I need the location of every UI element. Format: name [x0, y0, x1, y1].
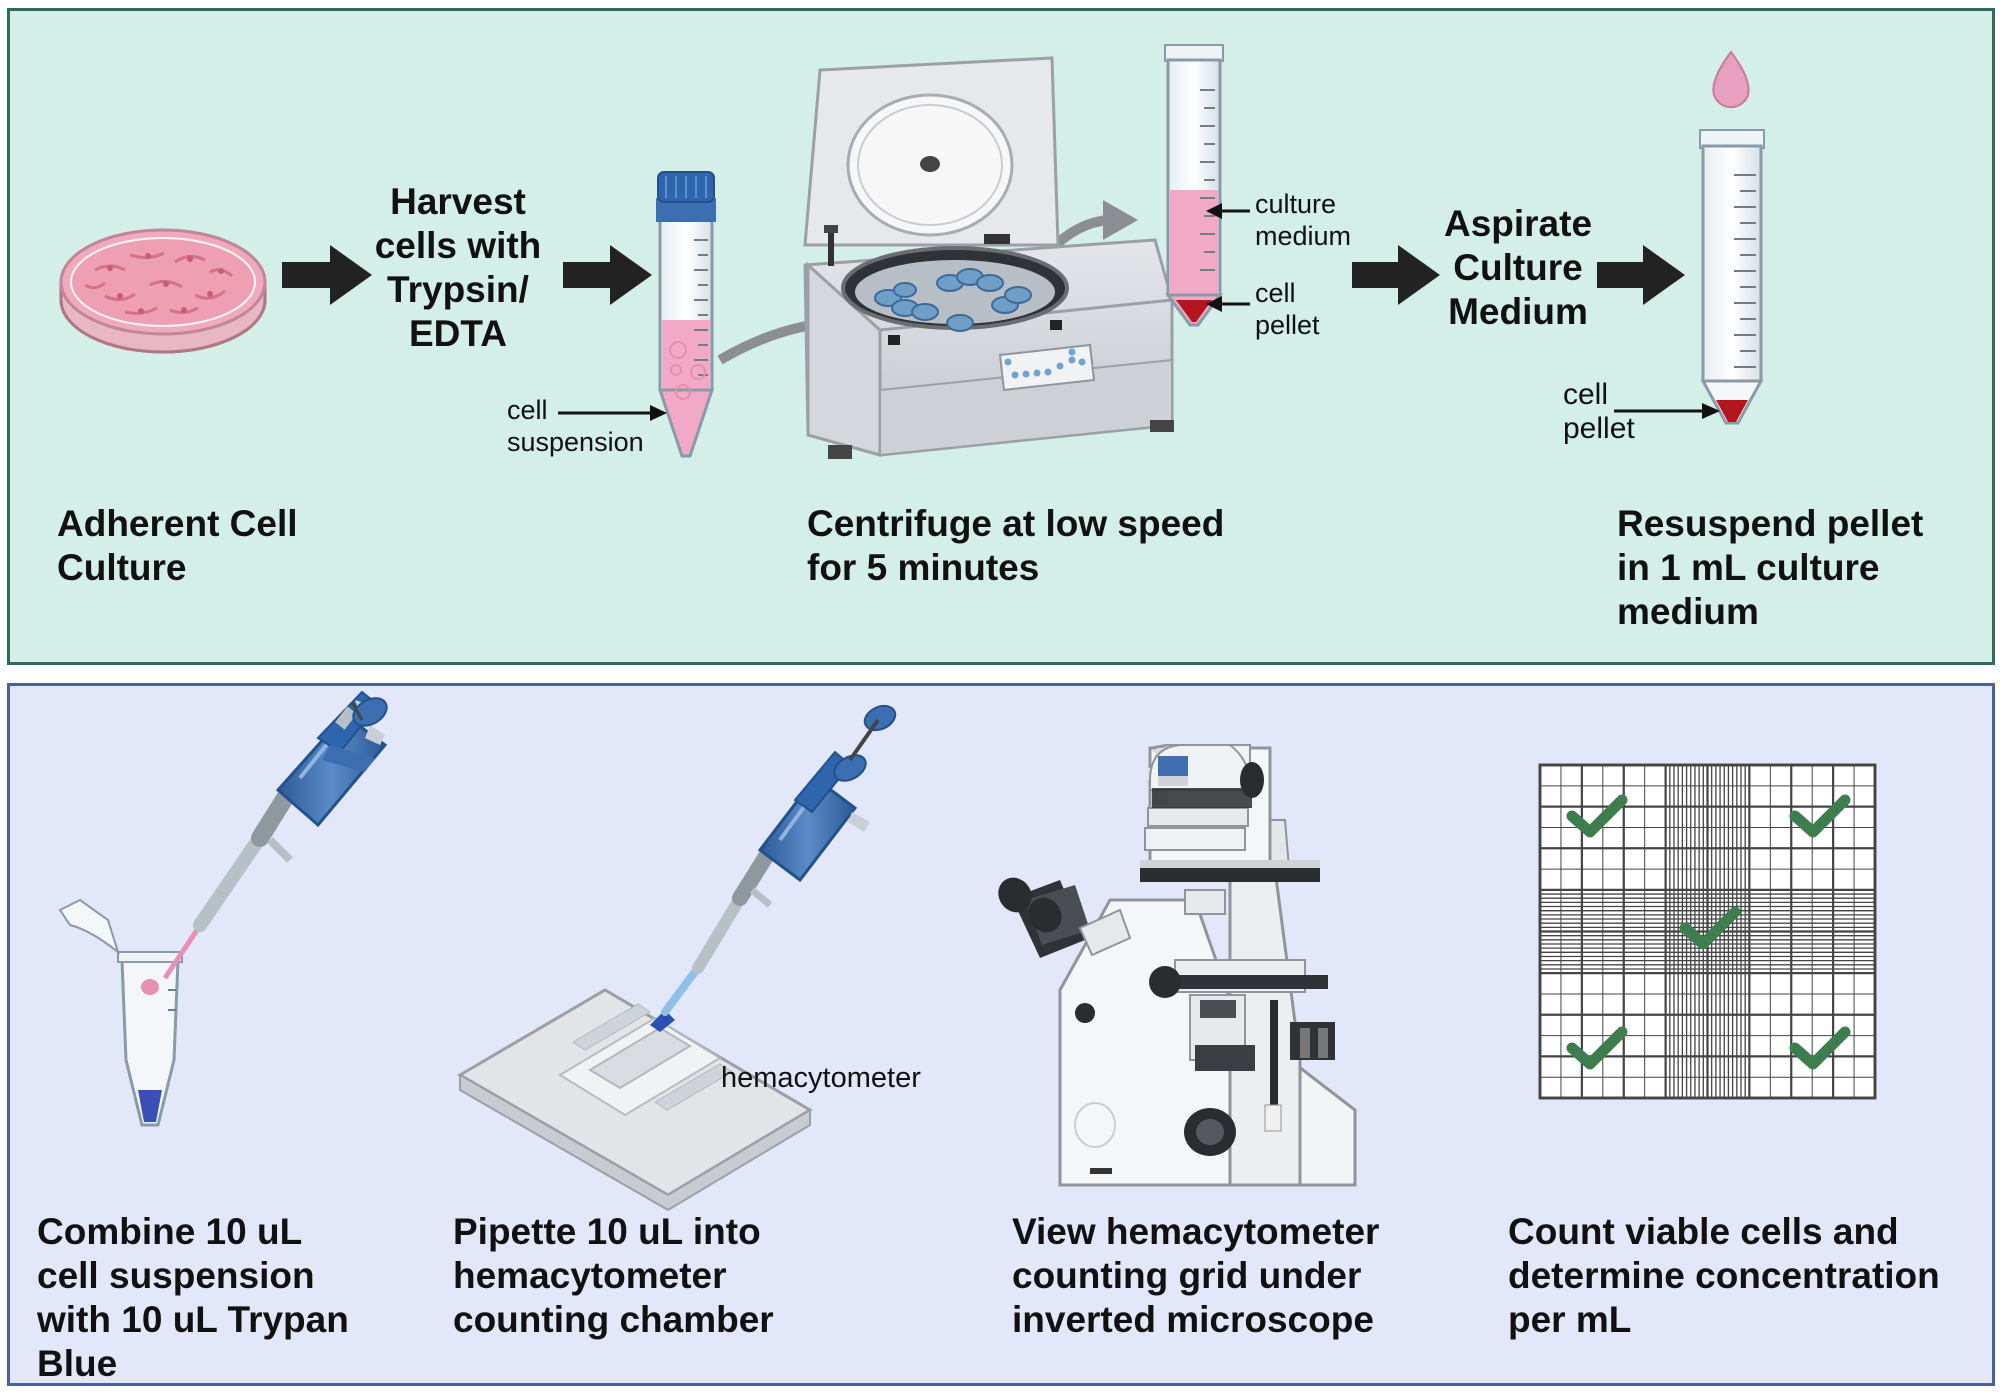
aspirate-label: Aspirate Culture Medium	[1443, 203, 1593, 332]
micropipette-icon	[162, 690, 388, 980]
culture-medium-label: culture medium	[1255, 189, 1352, 251]
conical-tube-open-icon	[1164, 44, 1224, 327]
arrow-1	[282, 245, 372, 305]
drop-icon	[1712, 50, 1750, 109]
arrow-2	[563, 245, 652, 305]
hemacytometer-label: hemacytometer	[721, 1062, 921, 1094]
step-adherent-culture-label: Adherent Cell Culture	[57, 503, 298, 588]
check-marks	[1566, 794, 1851, 1070]
cell-pellet-label: cell pellet	[1255, 278, 1320, 340]
check-icon	[1679, 906, 1741, 950]
microtube-icon	[58, 898, 183, 1127]
step-centrifuge-label: Centrifuge at low speed for 5 minutes	[807, 503, 1225, 588]
check-icon	[1789, 1026, 1851, 1070]
label-pointers-tube	[1206, 203, 1250, 312]
step-combine-label: Combine 10 uL cell suspension with 10 uL…	[37, 1211, 349, 1384]
centrifuge-icon	[803, 56, 1174, 459]
cell-suspension-pointer	[558, 405, 667, 421]
inverted-microscope-icon	[998, 744, 1357, 1187]
arrow-3	[1352, 245, 1440, 305]
counting-grid-icon	[1538, 763, 1877, 1100]
arrow-4	[1597, 245, 1685, 305]
step-pipette-label: Pipette 10 uL into hemacytometer countin…	[453, 1211, 774, 1340]
hemacytometer-icon	[457, 988, 813, 1212]
petri-dish-icon	[59, 228, 267, 354]
cell-pellet-pointer	[1614, 403, 1720, 419]
conical-tube-capped-icon	[656, 171, 716, 458]
cell-suspension-label: cell suspension	[507, 395, 644, 457]
micropipette-2-icon	[650, 704, 897, 1032]
step-resuspend-label: Resuspend pellet in 1 mL culture medium	[1617, 503, 1924, 632]
check-icon	[1566, 1026, 1628, 1070]
check-icon	[1566, 794, 1628, 838]
step-count-label: Count viable cells and determine concent…	[1508, 1211, 1940, 1340]
flow-arrows-top	[282, 245, 1685, 305]
harvest-label: Harvest cells with Trypsin/ EDTA	[374, 181, 542, 354]
step-view-label: View hemacytometer counting grid under i…	[1012, 1211, 1380, 1340]
check-icon	[1789, 794, 1851, 838]
cell-pellet-2-label: cell pellet	[1563, 378, 1635, 445]
conical-tube-resuspend-icon	[1699, 129, 1765, 425]
